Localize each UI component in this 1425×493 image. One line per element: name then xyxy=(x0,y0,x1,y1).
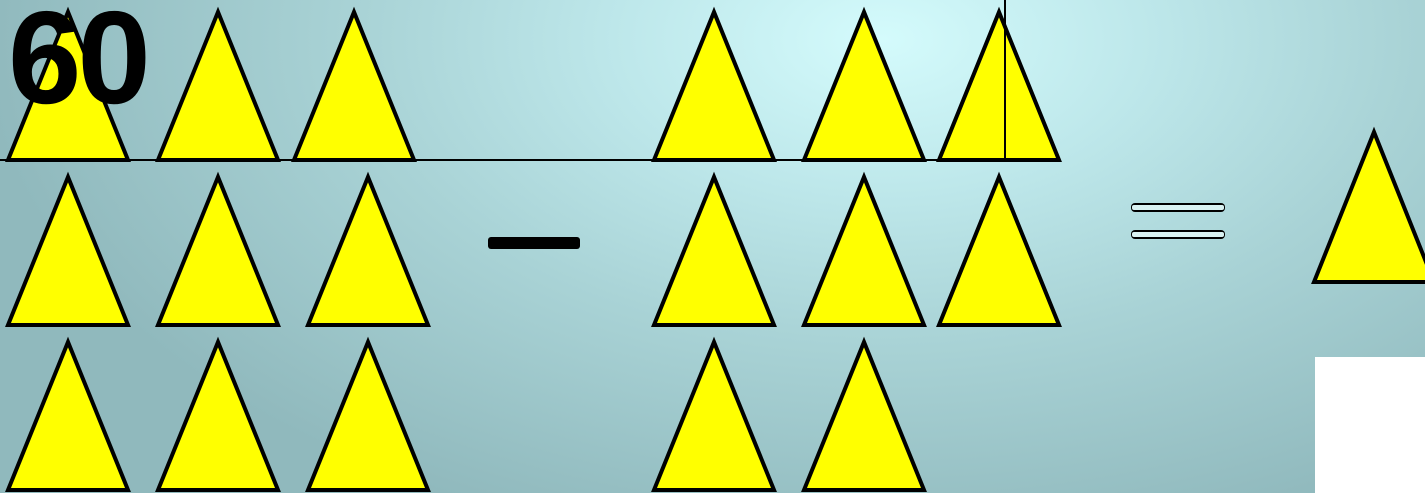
subtrahend-triangle xyxy=(801,6,927,162)
triangle-layer xyxy=(5,6,1425,492)
minuend-triangle xyxy=(155,336,281,492)
minuend-triangle xyxy=(5,6,131,162)
subtrahend-triangle xyxy=(936,171,1062,327)
subtrahend-triangle xyxy=(651,336,777,492)
minuend-triangle xyxy=(305,336,431,492)
minuend-triangle xyxy=(5,336,131,492)
minuend-triangle xyxy=(305,171,431,327)
subtrahend-triangle xyxy=(801,336,927,492)
minus-sign xyxy=(488,237,580,249)
minuend-triangle xyxy=(155,6,281,162)
slide-number: 60 xyxy=(8,0,151,131)
subtrahend-triangle xyxy=(651,6,777,162)
subtrahend-triangle xyxy=(801,171,927,327)
minuend-triangle xyxy=(291,6,417,162)
minuend-triangle xyxy=(155,171,281,327)
result-triangle xyxy=(1311,126,1425,284)
subtrahend-triangle xyxy=(936,6,1062,162)
answer-box[interactable] xyxy=(1315,357,1425,493)
minuend-triangle xyxy=(5,171,131,327)
subtrahend-triangle xyxy=(651,171,777,327)
equals-sign xyxy=(1131,203,1225,239)
